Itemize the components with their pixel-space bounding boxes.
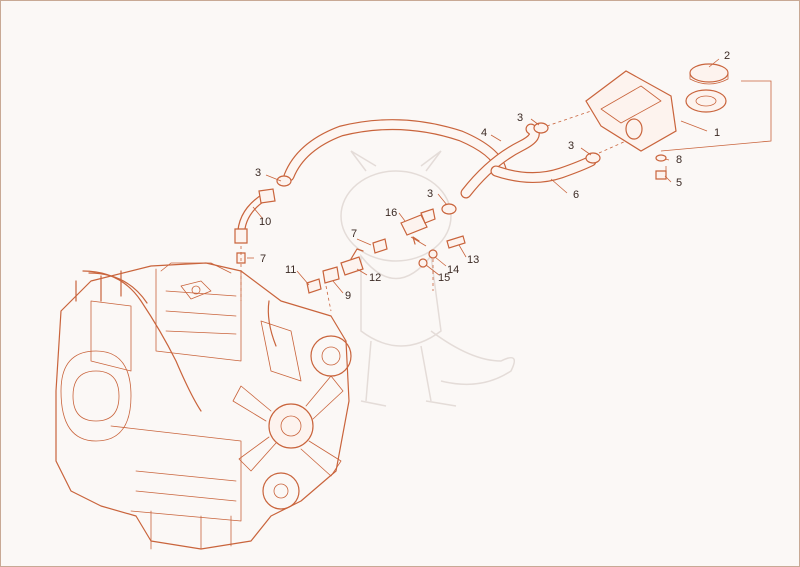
callout-7-b: 7 (351, 228, 357, 240)
callout-14: 14 (447, 264, 459, 276)
callout-9: 9 (345, 290, 351, 302)
hose-6 (460, 123, 597, 199)
watermark-figure (340, 150, 516, 407)
callout-6: 6 (573, 189, 579, 201)
fittings (234, 122, 667, 294)
callout-2: 2 (724, 50, 730, 62)
breather-housing (585, 63, 729, 152)
leader-lines (247, 58, 720, 294)
callout-3-c: 3 (255, 167, 261, 179)
callout-13: 13 (467, 254, 479, 266)
callout-16: 16 (385, 207, 397, 219)
callout-8: 8 (676, 154, 682, 166)
callout-1: 1 (714, 127, 720, 139)
callout-12: 12 (369, 272, 381, 284)
callout-3-b: 3 (568, 140, 574, 152)
callout-5: 5 (676, 177, 682, 189)
callout-4: 4 (481, 127, 487, 139)
callout-7-a: 7 (260, 253, 266, 265)
engine-assembly (55, 262, 352, 550)
callout-3-a: 3 (517, 112, 523, 124)
assembly-lines (240, 80, 772, 312)
callout-10: 10 (259, 216, 271, 228)
callout-11: 11 (285, 264, 296, 276)
callout-15: 15 (438, 272, 450, 284)
callout-labels: 1 2 3 3 3 3 4 5 6 7 7 8 9 10 11 12 13 14… (255, 50, 730, 302)
callout-3-d: 3 (427, 188, 433, 200)
hose-4 (283, 119, 507, 182)
